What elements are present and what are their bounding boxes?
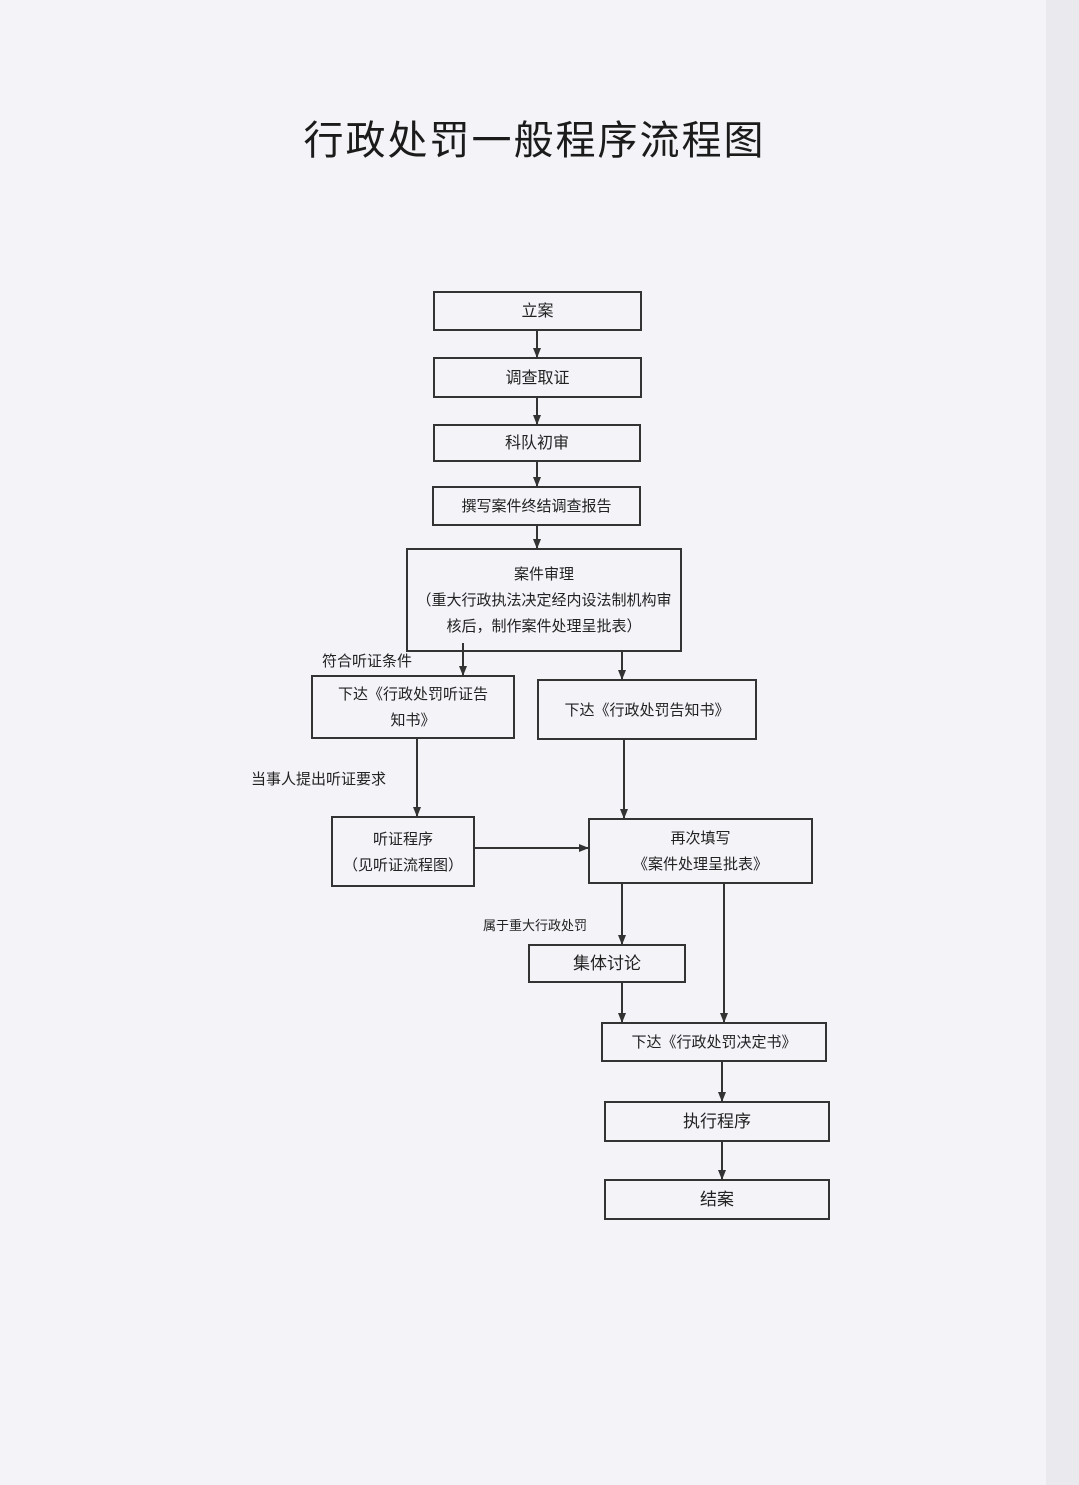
node-label: 执行程序 [683,1111,751,1132]
label-dangshiren: 当事人提出听证要求 [251,770,387,788]
node-tingzheng: 听证程序 （见听证流程图） [331,816,475,887]
node-label: 案件审理 （重大行政执法决定经内设法制机构审核后，制作案件处理呈批表） [416,565,672,635]
node-chushen: 科队初审 [433,424,641,462]
node-diaocha: 调查取证 [433,357,642,398]
node-label: 科队初审 [504,433,569,452]
node-zaici: 再次填写 《案件处理呈批表》 [588,818,813,884]
label-zhongda: 属于重大行政处罚 [483,919,588,934]
node-zhixing: 执行程序 [604,1101,830,1142]
node-label: 下达《行政处罚决定书》 [631,1033,797,1051]
page-title: 行政处罚一般程序流程图 [303,118,766,164]
node-label: 集体讨论 [573,953,641,974]
node-label: 结案 [700,1189,734,1210]
node-label: 听证程序 （见听证流程图） [342,829,463,874]
node-label: 立案 [521,301,554,320]
node-label: 下达《行政处罚听证告知书》 [337,685,488,729]
node-label: 撰写案件终结调查报告 [461,497,612,515]
page-edge [1046,0,1079,1485]
node-jiti: 集体讨论 [528,944,686,983]
node-label: 下达《行政处罚告知书》 [564,700,730,719]
node-jueding: 下达《行政处罚决定书》 [601,1022,827,1062]
node-baogao: 撰写案件终结调查报告 [432,486,641,526]
node-lian: 立案 [433,291,642,331]
node-label: 调查取证 [505,367,570,387]
node-label: 再次填写 《案件处理呈批表》 [632,829,768,873]
node-gaozhi: 下达《行政处罚告知书》 [537,679,757,740]
node-tingzheng-gaozhi: 下达《行政处罚听证告知书》 [311,675,515,739]
node-jiean: 结案 [604,1179,830,1220]
node-shenli: 案件审理 （重大行政执法决定经内设法制机构审核后，制作案件处理呈批表） [406,548,682,652]
label-fuhe-tingzheng: 符合听证条件 [322,652,413,670]
